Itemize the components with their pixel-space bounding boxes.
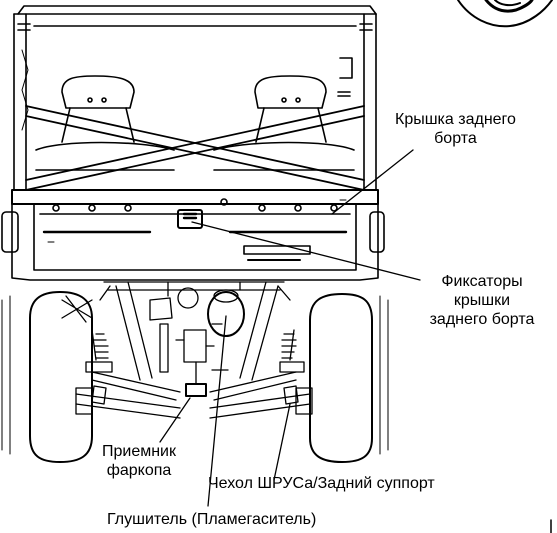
label-cv-boot: Чехол ШРУСа/Задний суппорт: [208, 475, 435, 492]
label-muffler: Глушитель (Пламегаситель): [107, 511, 317, 528]
label-tailgate: Крышка заднего борта: [395, 111, 516, 147]
tailgate-panel: [1, 189, 385, 281]
leader-lines: [159, 149, 421, 507]
label-hitch-receiver: Приемник фаркопа: [101, 443, 176, 479]
spare-wheel-fragment: [457, 0, 553, 28]
seat-headrests: [35, 75, 355, 171]
tailgate-latch: [177, 209, 203, 229]
rollover-cage: [13, 5, 377, 191]
undercarriage: [61, 281, 313, 419]
rear-wheels: [1, 291, 389, 463]
label-tailgate-latches: Фиксаторы крышки заднего борта: [429, 273, 535, 328]
